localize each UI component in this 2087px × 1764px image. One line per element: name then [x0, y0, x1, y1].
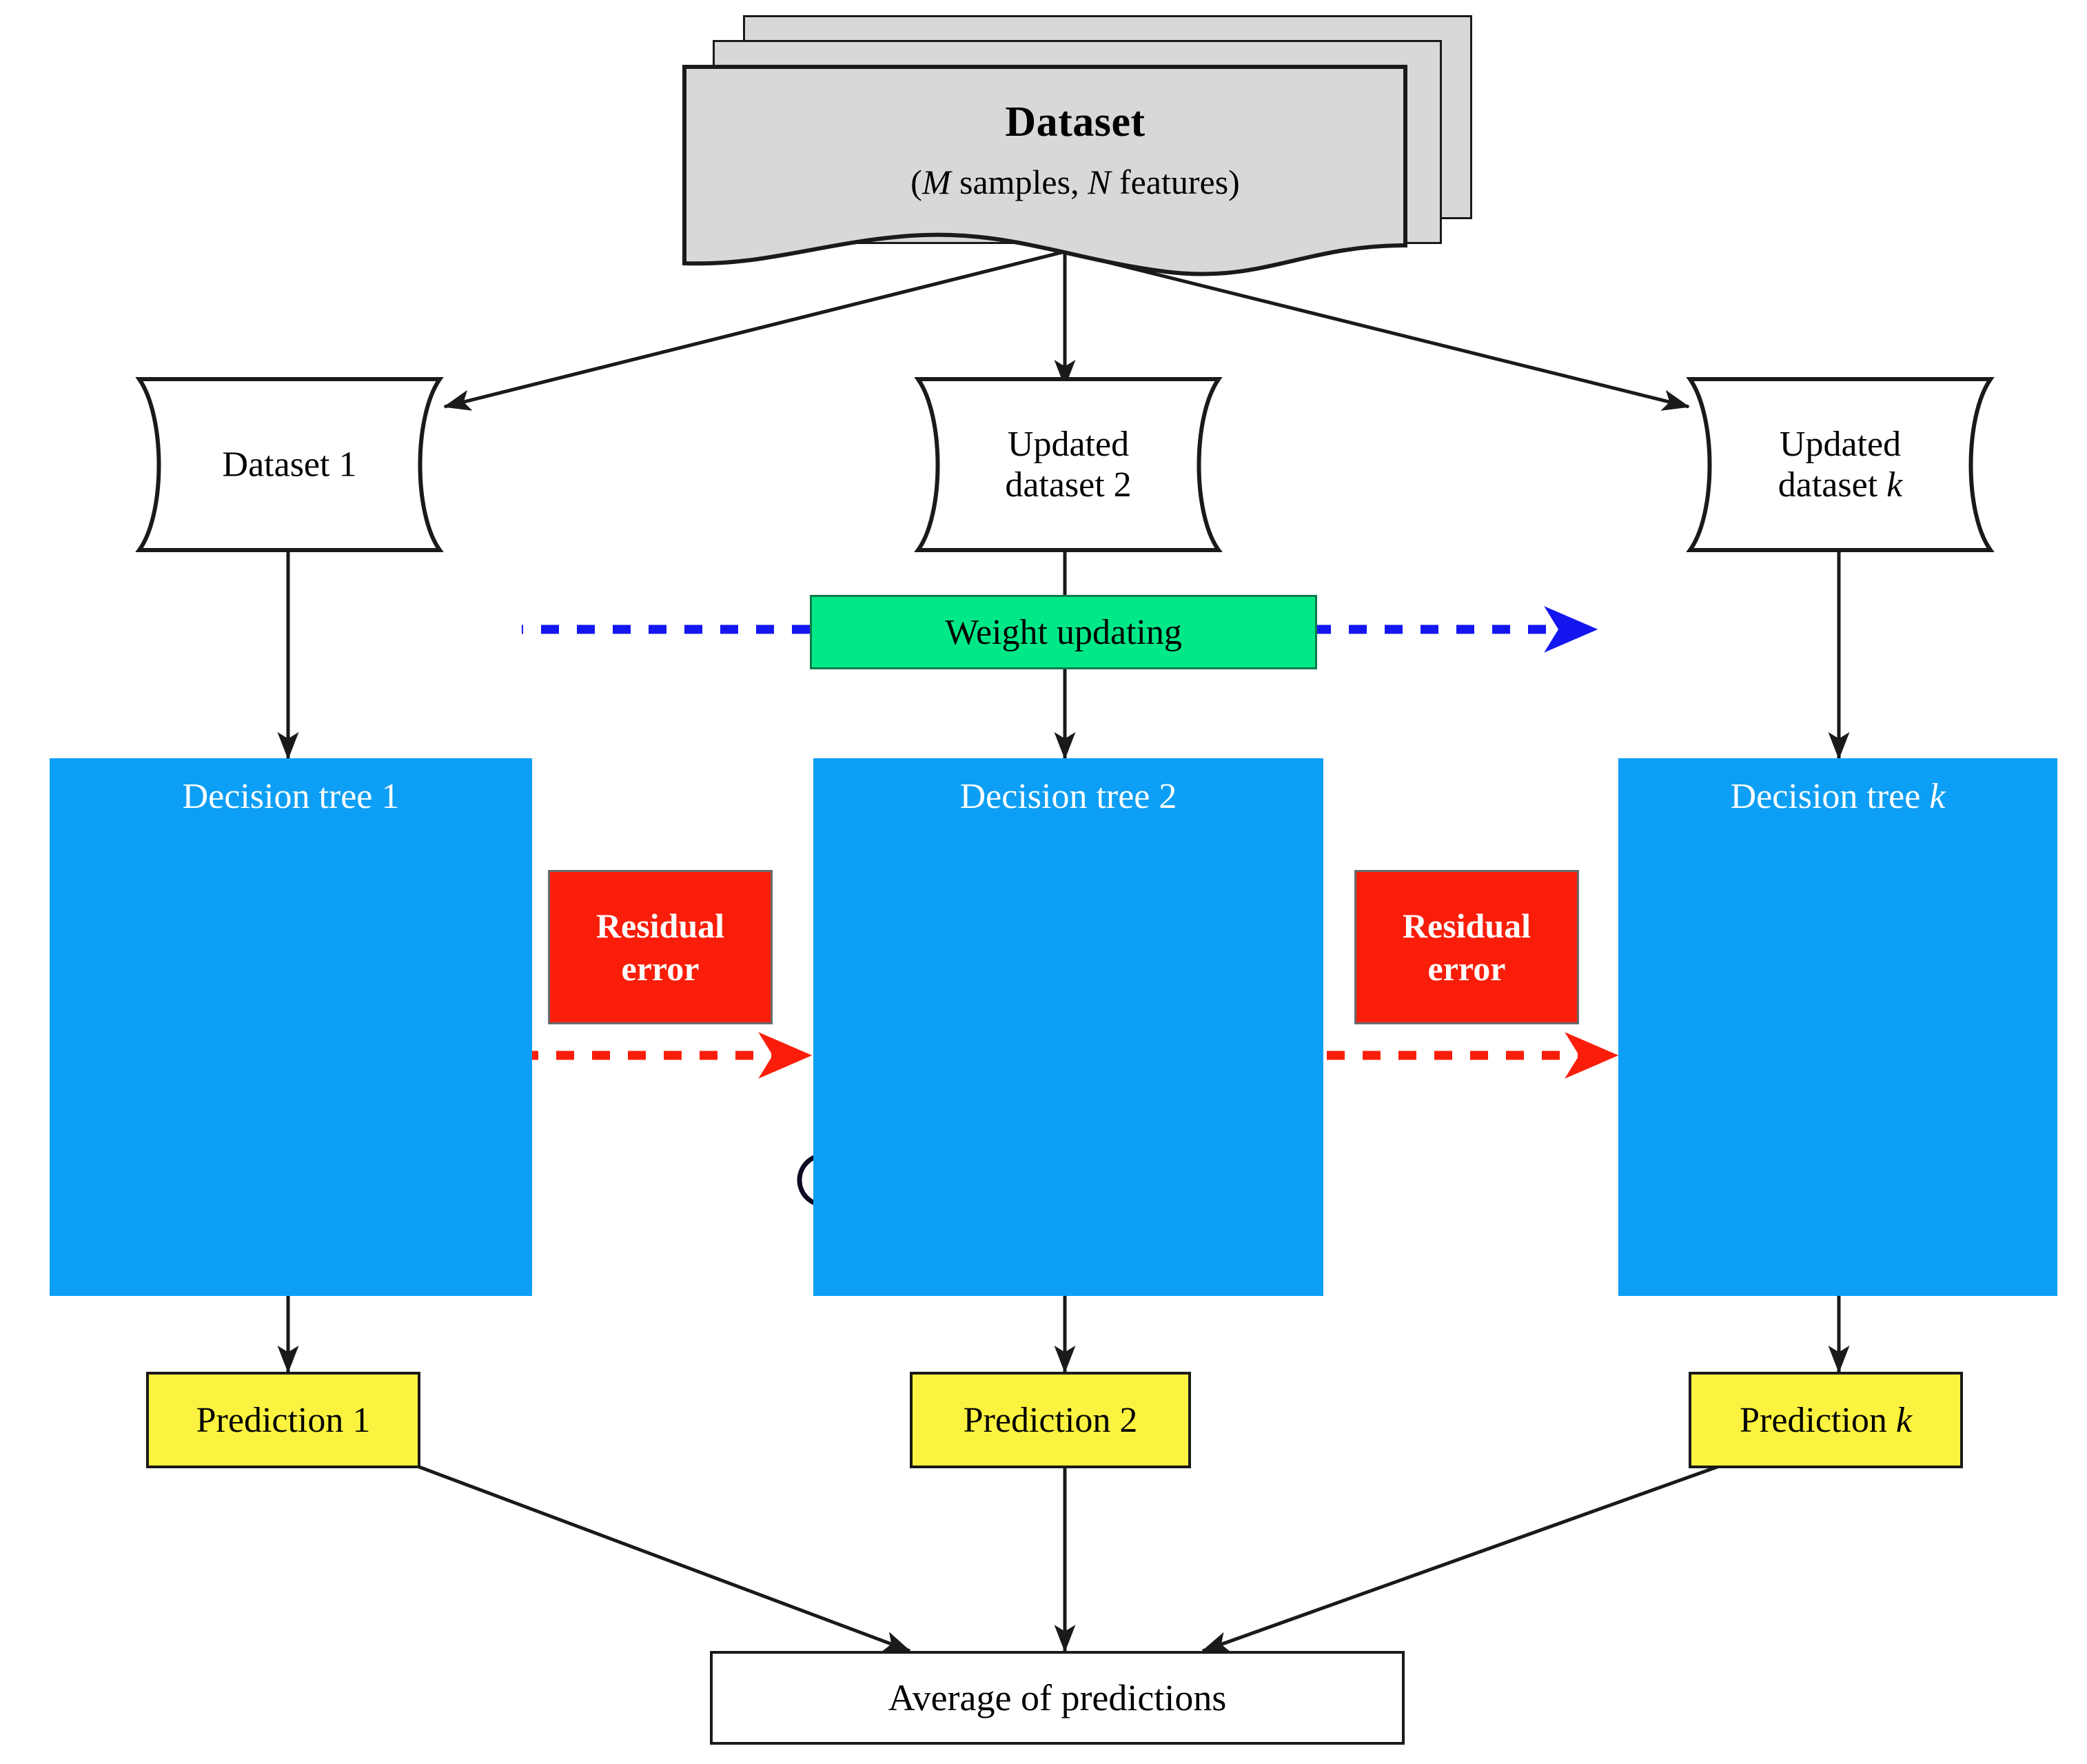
k-symbol-dataset: k	[1886, 465, 1903, 505]
dataset-subtitle: (M samples, N features)	[910, 163, 1240, 201]
dataset-m-symbol: M	[922, 163, 951, 201]
updated-dataset-k-node[interactable]: Updated dataset k	[1668, 376, 2013, 554]
decision-tree-1-panel[interactable]: Decision tree 1	[50, 758, 532, 1296]
decision-tree-1-title: Decision tree 1	[182, 777, 400, 816]
dataset-1-label: Dataset 1	[222, 445, 357, 485]
residual-error-box-1[interactable]: Residual error	[548, 870, 773, 1024]
prediction-2-box[interactable]: Prediction 2	[910, 1372, 1191, 1468]
updated-dataset-k-line2: dataset k	[1778, 465, 1903, 505]
prediction-k-box[interactable]: Prediction k	[1689, 1372, 1963, 1468]
average-of-predictions-label: Average of predictions	[888, 1677, 1227, 1719]
prediction-1-label: Prediction 1	[196, 1400, 371, 1440]
dataset-title: Dataset	[1005, 99, 1146, 145]
dataset-1-node[interactable]: Dataset 1	[117, 376, 462, 554]
residual-error-2-label: Residual error	[1402, 906, 1531, 989]
updated-dataset-k-label: Updated dataset k	[1668, 424, 2013, 505]
dataset-labels: Dataset (M samples, N features)	[682, 98, 1468, 202]
dataset-n-symbol: N	[1088, 163, 1111, 201]
average-of-predictions-box[interactable]: Average of predictions	[710, 1651, 1405, 1745]
prediction-merge-arrows	[413, 1463, 1724, 1653]
k-symbol-tree: k	[1929, 777, 1946, 816]
dataset-1-shape	[135, 377, 444, 552]
residual-error-box-2[interactable]: Residual error	[1354, 870, 1579, 1024]
updated-dataset-2-label: Updated dataset 2	[1005, 425, 1132, 505]
decision-tree-k-title: Decision tree k	[1730, 777, 1946, 816]
updated-dataset-2-shape	[914, 377, 1223, 552]
residual-error-1-label: Residual error	[595, 906, 725, 989]
k-symbol-prediction: k	[1895, 1400, 1912, 1440]
decision-tree-2-title: Decision tree 2	[959, 777, 1177, 816]
weight-updating-label: Weight updating	[945, 612, 1182, 652]
prediction-k-label: Prediction k	[1740, 1400, 1912, 1440]
updated-dataset-k-shape	[1686, 377, 1995, 552]
updated-dataset-2-node[interactable]: Updated dataset 2	[896, 376, 1241, 554]
decision-tree-2-panel[interactable]: Decision tree 2	[813, 758, 1323, 1296]
decision-tree-k-panel[interactable]: Decision tree k	[1618, 758, 2057, 1296]
prediction-2-label: Prediction 2	[963, 1400, 1138, 1440]
dataset-sheet-front	[682, 65, 1407, 276]
dataset-source-node[interactable]: Dataset (M samples, N features)	[682, 15, 1472, 276]
weight-updating-box[interactable]: Weight updating	[810, 595, 1317, 669]
prediction-1-box[interactable]: Prediction 1	[146, 1372, 420, 1468]
